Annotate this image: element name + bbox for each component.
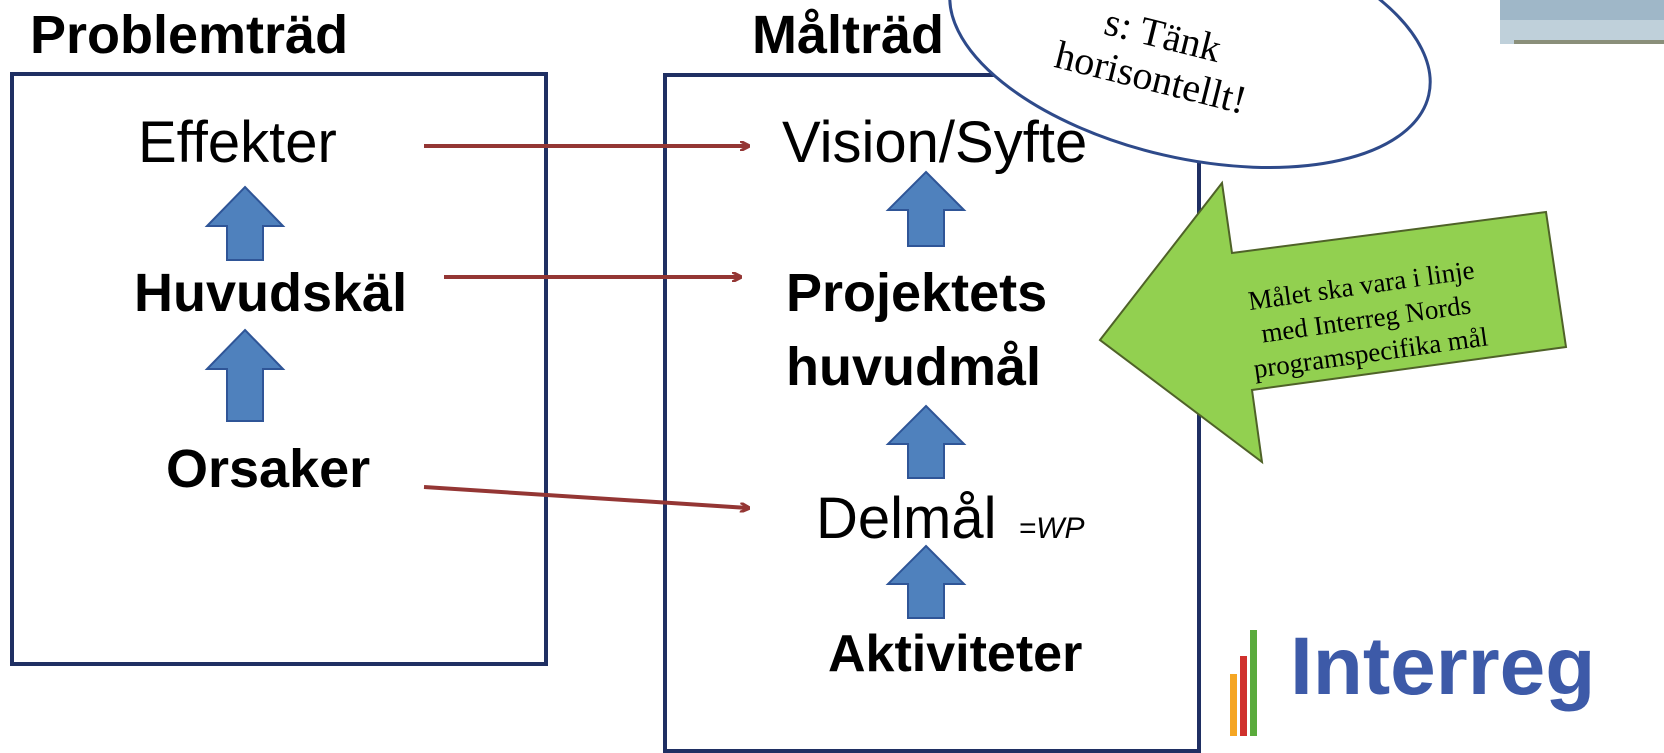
up-arrow-icon bbox=[204, 185, 286, 261]
interreg-logo-text: Interreg bbox=[1290, 621, 1596, 712]
vision-label: Vision/Syfte bbox=[782, 110, 1088, 175]
problem-tree-box bbox=[10, 72, 548, 666]
main-goal-line2: huvudmål bbox=[786, 337, 1042, 397]
up-arrow-icon bbox=[885, 544, 967, 619]
main-cause-label: Huvudskäl bbox=[134, 263, 408, 323]
up-arrow-icon bbox=[885, 404, 967, 479]
speech-bubble bbox=[948, 0, 1432, 170]
callout-arrow bbox=[1098, 180, 1568, 465]
sub-goal-label: Delmål =WP bbox=[816, 490, 1084, 548]
goal-tree-heading: Målträd bbox=[752, 5, 945, 65]
activities-label: Aktiviteter bbox=[828, 625, 1083, 683]
interreg-logo-icon bbox=[1230, 630, 1257, 736]
causes-to-sub-goal-arrow bbox=[423, 485, 748, 508]
problem-tree-heading: Problemträd bbox=[30, 5, 349, 65]
up-arrow-icon bbox=[204, 328, 286, 422]
photo-fragment bbox=[1500, 0, 1664, 44]
diagram-graphics bbox=[204, 0, 1664, 736]
sub-goal-text: Delmål bbox=[816, 486, 997, 551]
main-goal-line1: Projektets bbox=[786, 263, 1048, 323]
up-arrow-icon bbox=[885, 170, 967, 247]
sub-goal-note: =WP bbox=[1018, 512, 1085, 545]
effects-label: Effekter bbox=[138, 110, 337, 175]
causes-label: Orsaker bbox=[166, 439, 371, 499]
